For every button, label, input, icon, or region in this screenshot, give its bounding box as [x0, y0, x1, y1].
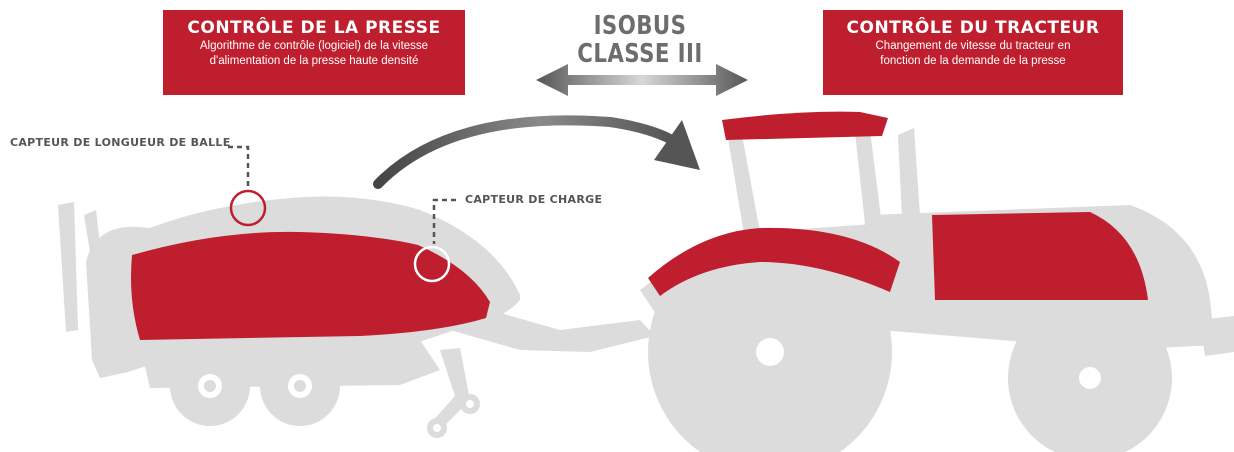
tractor-illustration	[640, 112, 1234, 452]
press-control-description-line2: d'alimentation de la presse haute densit…	[163, 54, 465, 68]
tractor-control-description-line2: fonction de la demande de la presse	[823, 54, 1123, 68]
curved-arrow-icon	[378, 120, 700, 184]
tractor-control-title: CONTRÔLE DU TRACTEUR	[823, 18, 1123, 38]
press-control-title: CONTRÔLE DE LA PRESSE	[163, 18, 465, 38]
press-control-box: CONTRÔLE DE LA PRESSE Algorithme de cont…	[163, 10, 465, 95]
baler-illustration	[58, 197, 655, 439]
isobus-class: CLASSE III	[574, 40, 705, 68]
bale-length-sensor-label: CAPTEUR DE LONGUEUR DE BALLE	[10, 136, 231, 149]
load-sensor-label: CAPTEUR DE CHARGE	[465, 193, 602, 206]
tractor-control-description-line1: Changement de vitesse du tracteur en	[823, 39, 1123, 53]
isobus-title: ISOBUS	[574, 12, 705, 40]
tractor-control-box: CONTRÔLE DU TRACTEUR Changement de vites…	[823, 10, 1123, 95]
press-control-description-line1: Algorithme de contrôle (logiciel) de la …	[163, 39, 465, 53]
